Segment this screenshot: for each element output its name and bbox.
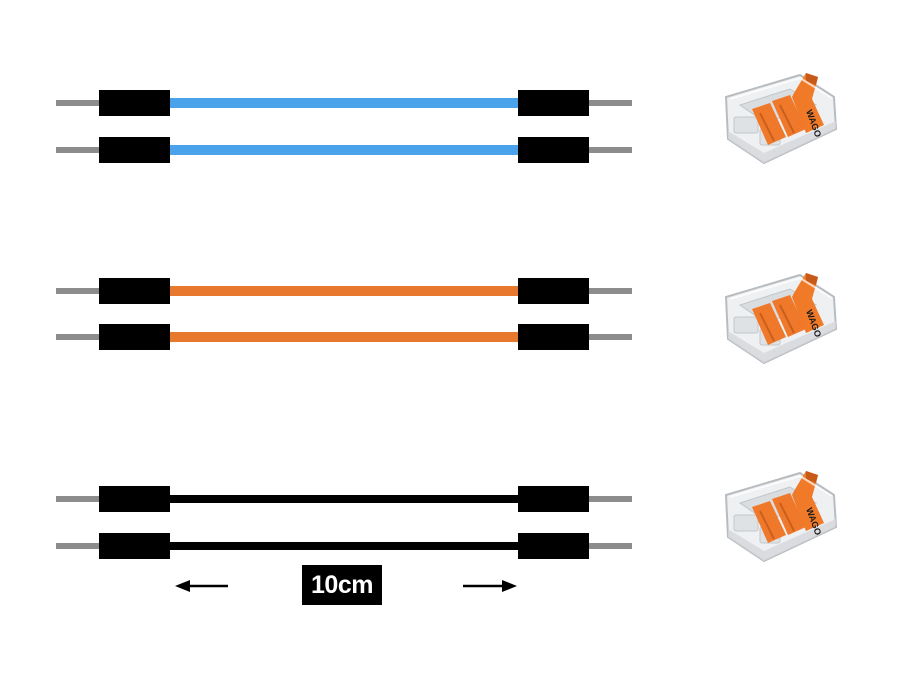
wire	[168, 495, 520, 503]
pin-left	[56, 288, 102, 294]
jumper-cable	[56, 90, 632, 116]
jumper-cable	[56, 278, 632, 304]
jumper-cable	[56, 533, 632, 559]
jumper-cable	[56, 324, 632, 350]
jumper-cable	[56, 137, 632, 163]
length-label: 10cm	[302, 565, 382, 605]
wire	[168, 286, 520, 296]
pin-left	[56, 100, 102, 106]
pin-right	[586, 496, 632, 502]
cable-group-black	[56, 486, 632, 559]
pin-right	[586, 100, 632, 106]
pin-left	[56, 543, 102, 549]
pin-right	[586, 334, 632, 340]
housing-right	[518, 533, 589, 559]
cable-group-orange	[56, 278, 632, 350]
pin-right	[586, 147, 632, 153]
housing-left	[99, 533, 170, 559]
wire	[168, 98, 520, 108]
housing-left	[99, 137, 170, 163]
wago-connector-icon	[724, 469, 838, 563]
housing-right	[518, 278, 589, 304]
pin-right	[586, 543, 632, 549]
housing-left	[99, 278, 170, 304]
housing-right	[518, 324, 589, 350]
wire	[168, 145, 520, 155]
housing-right	[518, 137, 589, 163]
wago-connector-icon	[724, 71, 838, 165]
wire	[168, 542, 520, 550]
housing-left	[99, 90, 170, 116]
housing-right	[518, 90, 589, 116]
cable-group-blue	[56, 90, 632, 163]
pin-left	[56, 496, 102, 502]
pin-right	[586, 288, 632, 294]
housing-right	[518, 486, 589, 512]
housing-left	[99, 486, 170, 512]
pin-left	[56, 334, 102, 340]
wire	[168, 332, 520, 342]
housing-left	[99, 324, 170, 350]
wago-connector-icon	[724, 271, 838, 365]
jumper-cable	[56, 486, 632, 512]
arrow-right-icon	[463, 580, 517, 592]
arrow-left-icon	[175, 580, 228, 592]
pin-left	[56, 147, 102, 153]
